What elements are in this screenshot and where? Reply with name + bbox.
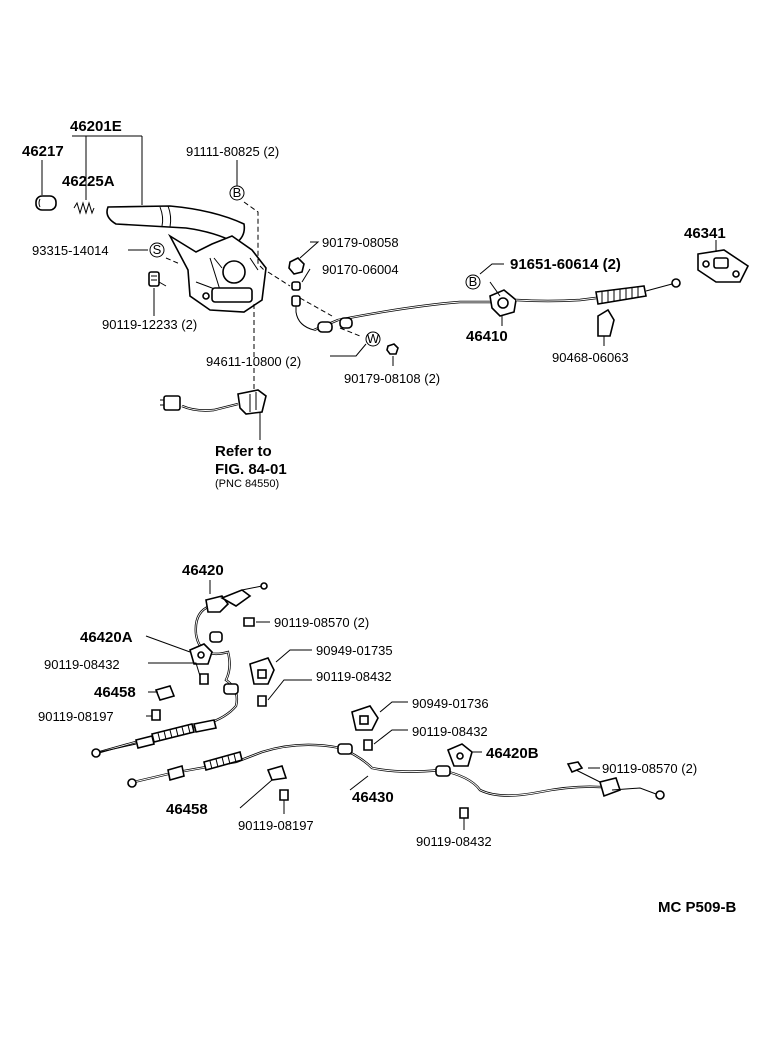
nut-icon: [288, 257, 305, 275]
brake-switch-harness-icon: [160, 389, 267, 440]
label-46458-b: 46458: [166, 801, 208, 818]
bracket-46458-icon: [266, 765, 288, 781]
label-91651-60614: 91651-60614 (2): [510, 256, 621, 273]
label-90119-08432-c: 90119-08432: [412, 724, 488, 739]
front-cable-group: [267, 240, 750, 366]
label-91111-80825: 91111-80825 (2): [186, 144, 279, 159]
label-90119-08197-a: 90119-08197: [38, 709, 114, 724]
label-93315-14014: 93315-14014: [32, 243, 109, 258]
label-90179-08058: 90179-08058: [322, 235, 399, 250]
label-46225A: 46225A: [62, 173, 115, 190]
label-90119-08432-a: 90119-08432: [44, 657, 120, 672]
label-90119-08197-b: 90119-08197: [238, 818, 314, 833]
marker-b2: [465, 274, 481, 290]
label-46420: 46420: [182, 562, 224, 579]
marker-b2-text: B: [469, 274, 478, 289]
label-90119-08570-b: 90119-08570 (2): [602, 761, 697, 776]
label-90179-08108: 90179-08108 (2): [344, 371, 440, 386]
cable-guide-bracket-icon: [697, 249, 750, 283]
label-46410: 46410: [466, 328, 508, 345]
label-46217: 46217: [22, 143, 64, 160]
spring-icon: [73, 201, 95, 215]
clamp-46420A-icon: [189, 643, 213, 665]
reference-line2: FIG. 84-01: [215, 461, 287, 478]
bolt-icon: [148, 271, 167, 287]
equalizer-icon: [489, 289, 517, 317]
bracket-46458-icon: [154, 685, 176, 701]
lower-labels: 46420 90119-08570 (2) 46420A 90949-01735…: [38, 562, 697, 849]
reference-line1: Refer to: [215, 443, 272, 460]
bolt-icon: [151, 709, 161, 721]
label-90949-01735: 90949-01735: [316, 643, 393, 658]
label-90119-08432-d: 90119-08432: [416, 834, 492, 849]
label-90119-12233: 90119-12233 (2): [102, 317, 197, 332]
label-90119-08570-a: 90119-08570 (2): [274, 615, 369, 630]
marker-w: [365, 331, 381, 347]
marker-b1: [229, 185, 245, 201]
leader-46201E: [72, 135, 143, 205]
clip-icon: [291, 281, 301, 291]
label-46430: 46430: [352, 789, 394, 806]
label-46420A: 46420A: [80, 629, 133, 646]
knob-cap-icon: [35, 195, 57, 211]
label-90468-06063: 90468-06063: [552, 350, 629, 365]
label-90119-08432-b: 90119-08432: [316, 669, 392, 684]
rear-cables-group: [91, 580, 665, 830]
marker-w-text: W: [367, 331, 380, 346]
label-94611-10800: 94611-10800 (2): [206, 354, 301, 369]
bolt-icon: [279, 789, 289, 801]
parking-brake-lever-icon: [106, 205, 267, 313]
label-90949-01736: 90949-01736: [412, 696, 489, 711]
marker-s-text: S: [153, 242, 162, 257]
marker-s: [149, 242, 165, 258]
clamp-46420B-icon: [446, 743, 473, 767]
bolt-icon: [363, 739, 373, 751]
upper-labels: 46201E 46217 46225A 91111-80825 (2) 9331…: [22, 118, 726, 490]
marker-b1-text: B: [233, 185, 242, 200]
label-46201E: 46201E: [70, 118, 122, 135]
label-46458-a: 46458: [94, 684, 136, 701]
bolt-icon: [199, 673, 209, 685]
label-46341: 46341: [684, 225, 726, 242]
label-90170-06004: 90170-06004: [322, 262, 399, 277]
reference-line3: (PNC 84550): [215, 478, 279, 490]
label-46420B: 46420B: [486, 745, 539, 762]
bolt-icon: [257, 695, 267, 707]
bolt-icon: [243, 617, 255, 627]
nut-icon: [386, 343, 399, 355]
bracket-icon: [597, 308, 615, 337]
lever-group: [35, 135, 267, 403]
bolt-icon: [459, 807, 469, 819]
diagram-code: MC P509-B: [658, 899, 737, 916]
